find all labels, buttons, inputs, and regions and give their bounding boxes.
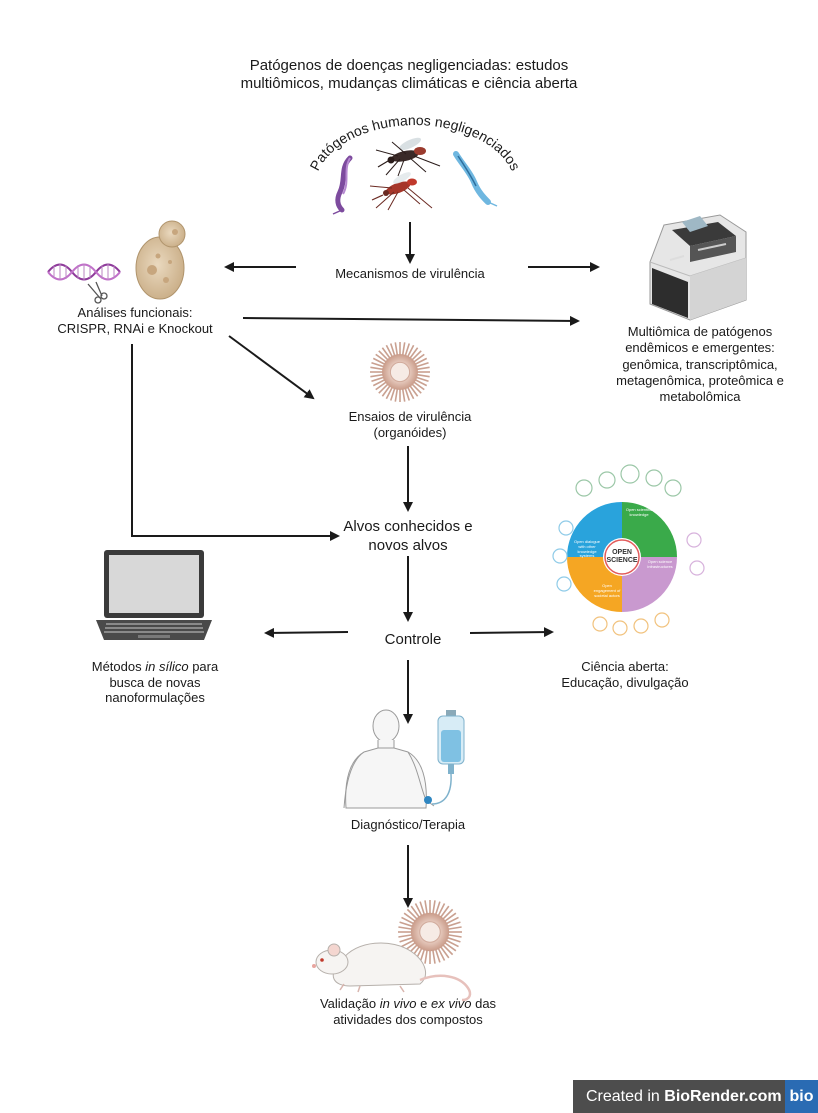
badge-text: Created in BioRender.com [586,1087,782,1105]
sequencer-machine-icon [649,214,747,321]
wheel-segment-2-label: Open science infrastructures [647,559,673,569]
assays-line-1: Ensaios de virulência [348,409,472,424]
mechanisms-label: Mecanismos de virulência [335,266,485,281]
node-insilico: Métodos in sílico para busca de novas na… [60,659,250,706]
mosquito-red-icon [369,172,433,211]
openscience-line-2: Educação, divulgação [561,674,689,690]
node-virulence-assays: Ensaios de virulência (organóides) [320,409,500,440]
dna-helix-icon [47,263,121,281]
functional-line-2: CRISPR, RNAi e Knockout [57,320,213,336]
title-line-2: multiômicos, mudanças climáticas e ciênc… [240,75,578,92]
openscience-line-1: Ciência aberta: [581,659,669,674]
biorender-badge[interactable]: Created in BioRender.com bio [573,1080,818,1113]
multiomics-line-3: genômica, transcriptômica, [622,356,778,372]
multiomics-line-4: metagenômica, proteômica e [616,372,784,388]
multiomics-line-5: metabolômica [659,389,741,404]
arrow-functional-to-multiomics [242,315,580,326]
validation-line-1: Validação in vivo e ex vivo das [319,996,497,1011]
node-validation: Validação in vivo e ex vivo das atividad… [288,996,528,1027]
multiomics-line-2: endêmicos e emergentes: [625,340,775,356]
arrow-functional-to-targets [131,344,340,541]
diagram-title: Patógenos de doenças negligenciadas: est… [200,57,618,93]
organoid-assay-icon [370,342,430,402]
arrow-control-to-insilico [264,627,349,638]
insilico-line-2: busca de novas [109,674,201,690]
yeast-cell-icon [135,220,186,300]
assays-line-2: (organóides) [373,424,447,440]
iv-drip-bag-icon [431,710,465,805]
wheel-segment-1-label: Open scientific knowledge [625,507,653,517]
title-line-1: Patógenos de doenças negligenciadas: est… [249,57,569,74]
node-control: Controle [358,631,468,649]
node-multiomics: Multiômica de patógenos endêmicos e emer… [588,324,812,405]
biorender-logo: bio [785,1080,818,1113]
trypanosome-purple-icon [332,155,353,215]
organoid-validation-icon [398,900,462,964]
targets-line-2: novos alvos [368,536,448,554]
mosquito-dark-icon [375,137,441,177]
validation-line-2: atividades dos compostos [333,1011,483,1027]
multiomics-line-1: Multiômica de patógenos [627,324,773,339]
wheel-segment-3-label: Open engagement of societal actors [593,583,621,598]
mouse-icon [312,942,472,1002]
wheel-center-label: OPEN SCIENCE [606,549,638,565]
arrow-functional-to-assays [228,335,315,400]
diagnosis-label: Diagnóstico/Terapia [350,817,466,832]
arrow-control-to-openscience [469,627,554,638]
node-open-science: Ciência aberta: Educação, divulgação [530,659,720,690]
node-targets: Alvos conhecidos e novos alvos [318,518,498,556]
open-science-wheel [552,464,705,636]
node-mechanisms: Mecanismos de virulência [300,266,520,282]
insilico-line-1: Métodos in sílico para [91,659,219,674]
scissors-icon [87,281,108,304]
human-patient-icon [343,709,435,809]
node-diagnosis: Diagnóstico/Terapia [318,817,498,833]
control-label: Controle [384,631,442,648]
wheel-segment-4-label: Open dialogue with other knowledge syste… [573,539,601,559]
targets-line-1: Alvos conhecidos e [343,518,473,535]
trypanosome-blue-icon [453,151,498,207]
laptop-icon [96,550,212,640]
insilico-line-3: nanoformulações [105,690,205,706]
functional-line-1: Análises funcionais: [77,305,193,320]
node-functional-analyses: Análises funcionais: CRISPR, RNAi e Knoc… [30,305,240,336]
